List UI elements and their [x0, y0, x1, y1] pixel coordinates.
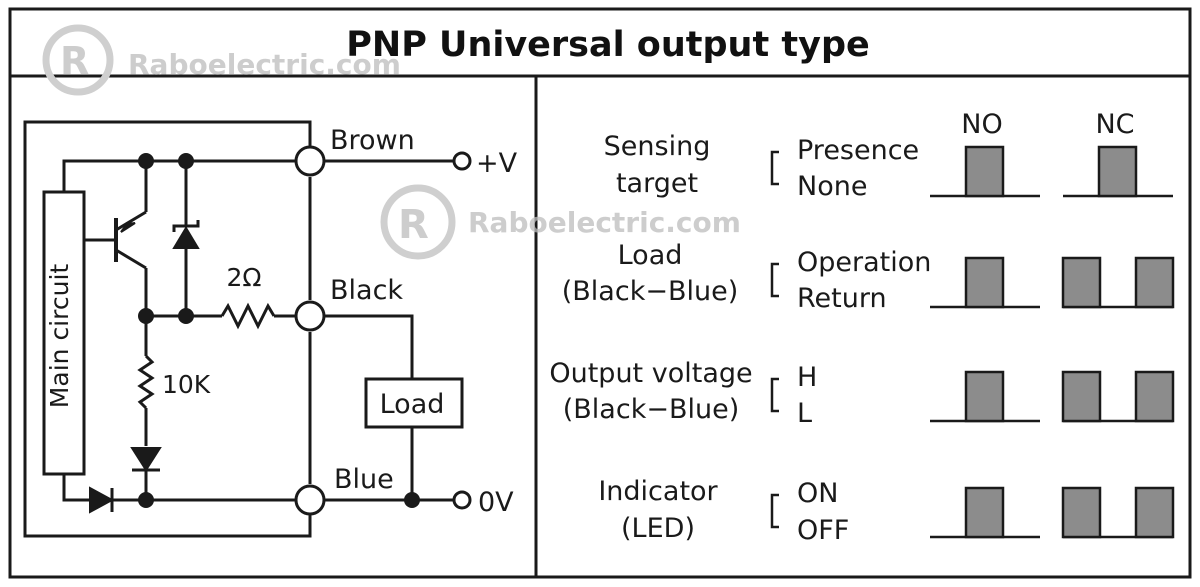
terminal-neg-supply	[452, 490, 472, 510]
junction-dots	[138, 153, 420, 508]
bracket	[770, 493, 779, 529]
state-brackets	[770, 150, 779, 529]
resistor-10k	[137, 354, 155, 410]
state-high-label: H	[797, 362, 817, 393]
pulse-no-output	[964, 370, 1005, 423]
wire-brown-label: Brown	[330, 125, 415, 156]
state-high-label: Presence	[797, 135, 919, 166]
row-label-line1: Output voltage	[549, 358, 752, 389]
state-low-label: L	[797, 398, 812, 429]
state-high-label: ON	[797, 478, 838, 509]
main-circuit-label: Main circuit	[45, 264, 74, 409]
terminal-brown	[294, 145, 326, 177]
terminal-pos-label: +V	[476, 148, 518, 179]
timing-row-indicator: Indicator (LED) ON OFF	[598, 476, 849, 546]
watermark-text: Raboelectric.com	[128, 48, 401, 81]
terminal-pos-supply	[452, 151, 472, 171]
load-box	[364, 377, 464, 429]
state-low-label: OFF	[797, 515, 849, 546]
watermark-center: R Raboelectric.com	[380, 184, 741, 260]
row-label-line2: (Black−Blue)	[563, 394, 740, 425]
pulse-no-load	[964, 256, 1005, 309]
transistor-emitter	[115, 210, 147, 232]
transistor-collector	[115, 248, 147, 270]
state-low-label: None	[797, 171, 867, 202]
column-no: NO	[961, 109, 1002, 140]
wire-black-label: Black	[330, 275, 403, 306]
zener-diode-icon	[172, 226, 200, 249]
row-label-line2: (LED)	[621, 513, 695, 544]
pulse-nc-output-a	[1061, 370, 1102, 423]
terminal-blue	[294, 484, 326, 516]
terminal-black	[294, 300, 326, 332]
row-label-line1: Indicator	[598, 476, 718, 507]
row-label-line1: Sensing	[604, 131, 711, 162]
resistor-2ohm	[220, 302, 276, 330]
svg-text:R: R	[60, 39, 89, 83]
resistor-2ohm-label: 2Ω	[226, 263, 261, 292]
row-label-line2: target	[616, 168, 698, 199]
page-title: PNP Universal output type	[346, 25, 869, 65]
timing-row-output-voltage: Output voltage (Black−Blue) H L	[549, 358, 817, 429]
bottom-rail-left	[62, 474, 90, 502]
diode-icon	[130, 447, 162, 472]
outer-frame	[8, 7, 1192, 579]
watermark-top-left: R Raboelectric.com	[42, 24, 401, 96]
wire-blue-label: Blue	[334, 464, 394, 495]
pulse-nc-indicator-b	[1134, 486, 1175, 539]
bracket	[770, 262, 779, 298]
timing-row-load: Load (Black−Blue) Operation Return	[562, 240, 932, 314]
terminal-neg-label: 0V	[478, 487, 514, 518]
pulse-nc-load-b	[1134, 256, 1175, 309]
zener-bar	[172, 220, 200, 232]
bracket	[770, 150, 779, 186]
top-rail	[62, 159, 296, 192]
pulse-nc-load-a	[1061, 256, 1102, 309]
pulse-no-sensing	[964, 145, 1005, 198]
bracket	[770, 377, 779, 413]
timing-waveforms	[930, 145, 1175, 539]
state-high-label: Operation	[797, 247, 931, 278]
column-nc: NC	[1095, 109, 1134, 140]
row-label-line2: (Black−Blue)	[562, 276, 739, 307]
sensor-enclosure	[23, 120, 312, 538]
state-low-label: Return	[797, 283, 887, 314]
watermark-text: Raboelectric.com	[468, 206, 741, 239]
pulse-nc-indicator-a	[1061, 486, 1102, 539]
diode-shapes	[89, 222, 200, 514]
transistor-arrow-icon	[120, 222, 136, 233]
led-diode-icon	[89, 486, 115, 514]
load-label: Load	[380, 389, 445, 420]
svg-text:R: R	[398, 202, 429, 248]
pulse-no-indicator	[964, 486, 1005, 539]
resistor-10k-label: 10K	[162, 370, 211, 399]
row-label-line1: Load	[618, 240, 683, 271]
circuit	[23, 120, 464, 538]
timing-row-sensing: Sensing target Presence None	[604, 131, 920, 202]
black-wire	[325, 314, 414, 378]
terminals	[294, 145, 472, 516]
pulse-nc-sensing	[1097, 145, 1138, 198]
pulse-nc-output-b	[1134, 370, 1175, 423]
